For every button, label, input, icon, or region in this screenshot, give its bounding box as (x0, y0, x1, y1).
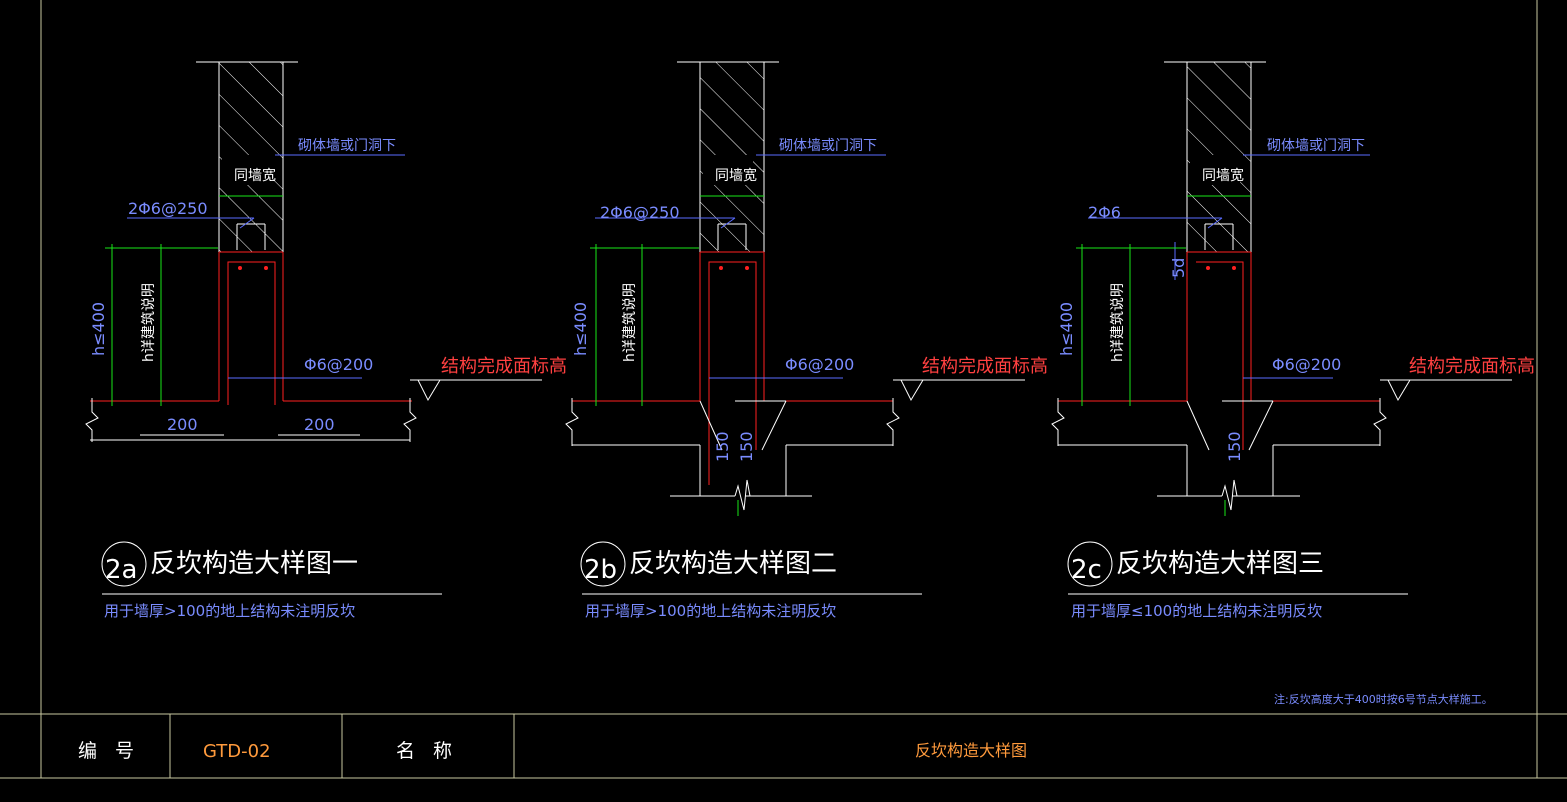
height-max: h≤400 (89, 302, 108, 356)
elevation-label: 结构完成面标高 (441, 356, 567, 377)
height-note: h详建筑说明 (622, 283, 638, 362)
rebar-stirrup-label: Φ6@200 (785, 355, 854, 374)
anchor-label: 5d (1169, 258, 1188, 278)
footnote: 注:反坎高度大于400时按6号节点大样施工。 (1274, 692, 1493, 706)
name-label: 名 称 (396, 740, 458, 762)
detail-note: 用于墙厚>100的地上结构未注明反坎 (104, 602, 355, 620)
height-note: h详建筑说明 (1110, 283, 1126, 362)
code-value: GTD-02 (203, 741, 271, 762)
height-max: h≤400 (571, 302, 590, 356)
elevation-label: 结构完成面标高 (1409, 356, 1535, 377)
dim-left: 200 (167, 415, 198, 434)
code-label: 编 号 (78, 740, 140, 762)
name-value: 反坎构造大样图 (915, 741, 1027, 760)
wall-label: 砌体墙或门洞下 (1267, 138, 1365, 154)
detail-marker: 2a (105, 555, 137, 585)
height-max: h≤400 (1057, 302, 1076, 356)
rebar-long-label: 2Φ6@250 (128, 199, 208, 218)
rebar-stirrup-label: Φ6@200 (304, 355, 373, 374)
detail-2b: 同墙宽 砌体墙或门洞下 (565, 61, 1048, 620)
width-label: 同墙宽 (234, 167, 276, 184)
drawing-frame (0, 0, 1567, 779)
detail-2c: 同墙宽 砌体墙或门洞下 (1051, 61, 1535, 620)
rebar-long-label: 2Φ6@250 (600, 203, 680, 222)
rebar-long-label: 2Φ6 (1088, 203, 1121, 222)
detail-note: 用于墙厚>100的地上结构未注明反坎 (585, 602, 836, 620)
detail-marker: 2c (1071, 555, 1102, 585)
dim-right: 200 (304, 415, 335, 434)
detail-title: 反坎构造大样图一 (150, 549, 358, 579)
rebar-stirrup-label: Φ6@200 (1272, 355, 1341, 374)
detail-note: 用于墙厚≤100的地上结构未注明反坎 (1071, 602, 1322, 620)
detail-title: 反坎构造大样图三 (1116, 549, 1324, 579)
dim-right: 150 (1225, 431, 1244, 462)
width-label: 同墙宽 (1202, 167, 1244, 184)
dim-left: 150 (713, 431, 732, 462)
height-note: h详建筑说明 (141, 283, 157, 362)
wall-label: 砌体墙或门洞下 (779, 138, 877, 154)
detail-title: 反坎构造大样图二 (629, 549, 837, 579)
elevation-label: 结构完成面标高 (922, 356, 1048, 377)
dim-right: 150 (737, 431, 756, 462)
width-label: 同墙宽 (715, 167, 757, 184)
detail-marker: 2b (584, 555, 617, 585)
detail-2a: 同墙宽 砌体墙或门洞下 2Φ6@250 Φ6@200 (85, 61, 567, 620)
wall-label: 砌体墙或门洞下 (298, 138, 396, 154)
